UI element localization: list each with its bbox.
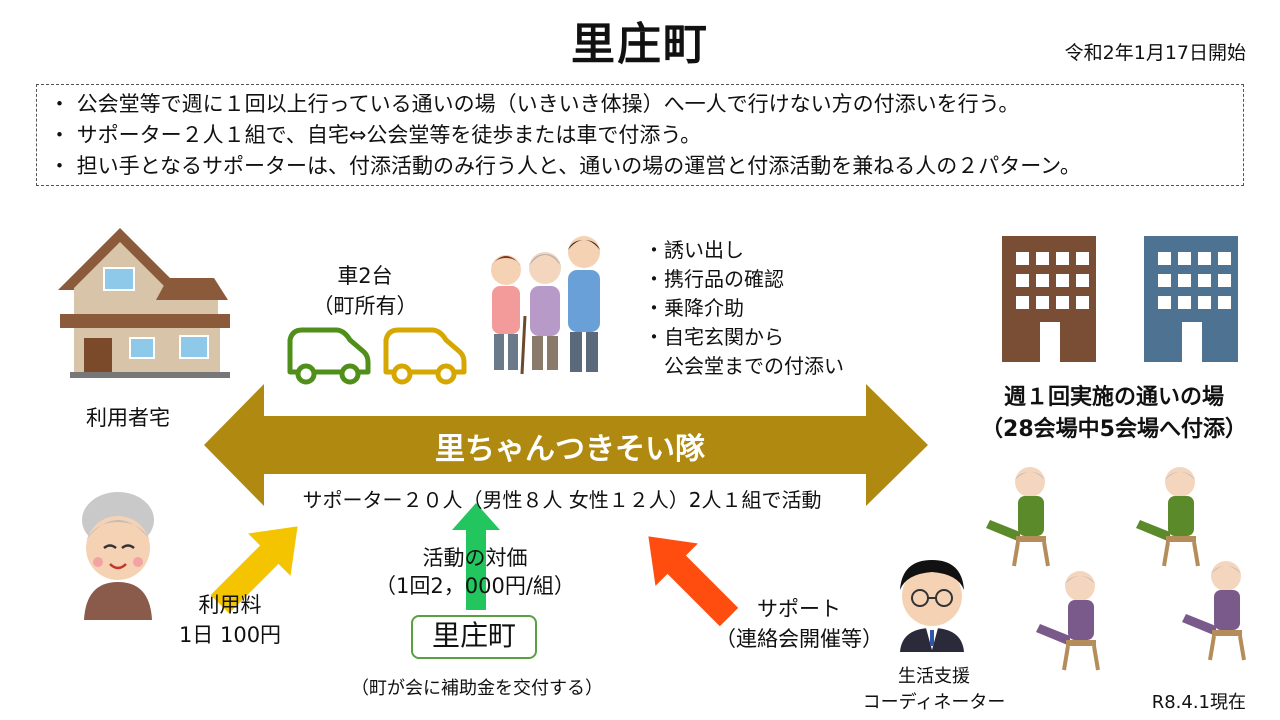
note-line-2: ・ サポーター２人１組で、自宅⇔公会堂等を徒歩または車で付添う。 xyxy=(49,123,702,147)
task-item: ・誘い出し xyxy=(644,238,744,262)
senior-exercising-icon xyxy=(986,467,1050,567)
fee-arrow xyxy=(210,526,298,614)
team-detail-backdrop xyxy=(264,474,866,514)
subsidy-note: （町が会に補助金を交付する） xyxy=(351,678,603,699)
as-of-date: R8.4.1現在 xyxy=(1151,692,1246,713)
task-item: 公会堂までの付添い xyxy=(644,354,844,378)
reward-arrow xyxy=(452,503,500,610)
venue-title: 週１回実施の通いの場 xyxy=(1003,385,1224,410)
venue-detail: （28会場中5会場へ付添） xyxy=(981,417,1247,442)
car-yellow-icon xyxy=(383,327,467,385)
notes-box: ・ 公会堂等で週に１回以上行っている通いの場（いきいき体操）へ一人で行けない方の… xyxy=(36,84,1244,186)
cars-count: 車2台 xyxy=(337,264,393,288)
caregivers-icon xyxy=(491,236,600,375)
car-green-icon xyxy=(287,327,371,385)
cars-owner: （町所有） xyxy=(312,294,418,318)
task-item: ・乗降介助 xyxy=(644,296,744,320)
fee-value: 1日 100円 xyxy=(178,623,282,647)
team-name: 里ちゃんつきそい隊 xyxy=(435,432,705,467)
reward-value: （1回2，000円/組） xyxy=(375,574,575,598)
building-blue-icon xyxy=(1144,236,1238,362)
page-title: 里庄町 xyxy=(571,19,709,70)
coordinator-label: 生活支援 コーディネーター xyxy=(852,664,1016,716)
note-line-1: ・ 公会堂等で週に１回以上行っている通いの場（いきいき体操）へ一人で行けない方の… xyxy=(49,92,1020,116)
building-brown-icon xyxy=(1002,236,1096,362)
senior-exercising-icon xyxy=(1136,467,1200,567)
support-block: サポート （連絡会開催等） xyxy=(704,594,894,654)
start-date: 令和2年1月17日開始 xyxy=(1064,42,1246,64)
reward-block: 活動の対価 （1回2，000円/組） xyxy=(350,544,600,600)
task-list: ・誘い出し ・携行品の確認 ・乗降介助 ・自宅玄関から 公会堂までの付添い xyxy=(644,236,844,381)
fee-block: 利用料 1日 100円 xyxy=(150,590,310,650)
coordinator-icon xyxy=(900,560,964,652)
note-line-3: ・ 担い手となるサポーターは、付添活動のみ行う人と、通いの場の運営と付添活動を兼… xyxy=(49,154,1081,178)
support-detail: （連絡会開催等） xyxy=(715,627,883,651)
reward-label: 活動の対価 xyxy=(422,546,528,570)
support-label: サポート xyxy=(757,597,841,621)
cars-label: 車2台 （町所有） xyxy=(300,260,430,320)
senior-exercising-icon xyxy=(1036,571,1100,671)
senior-exercising-icon xyxy=(1182,561,1246,661)
support-arrow xyxy=(648,536,739,627)
home-label: 利用者宅 xyxy=(86,406,170,430)
coordinator-line-1: 生活支援 xyxy=(898,666,970,687)
fee-label: 利用料 xyxy=(198,593,262,617)
coordinator-line-2: コーディネーター xyxy=(862,692,1006,713)
town-box: 里庄町 xyxy=(411,615,537,659)
team-double-arrow xyxy=(204,384,928,506)
house-icon xyxy=(58,228,230,378)
task-item: ・携行品の確認 xyxy=(644,267,784,291)
venue-label: 週１回実施の通いの場 （28会場中5会場へ付添） xyxy=(964,382,1264,446)
team-detail: サポーター２０人（男性８人 女性１２人）2人１組で活動 xyxy=(302,488,822,512)
task-item: ・自宅玄関から xyxy=(644,325,784,349)
elderly-user-icon xyxy=(82,492,154,620)
